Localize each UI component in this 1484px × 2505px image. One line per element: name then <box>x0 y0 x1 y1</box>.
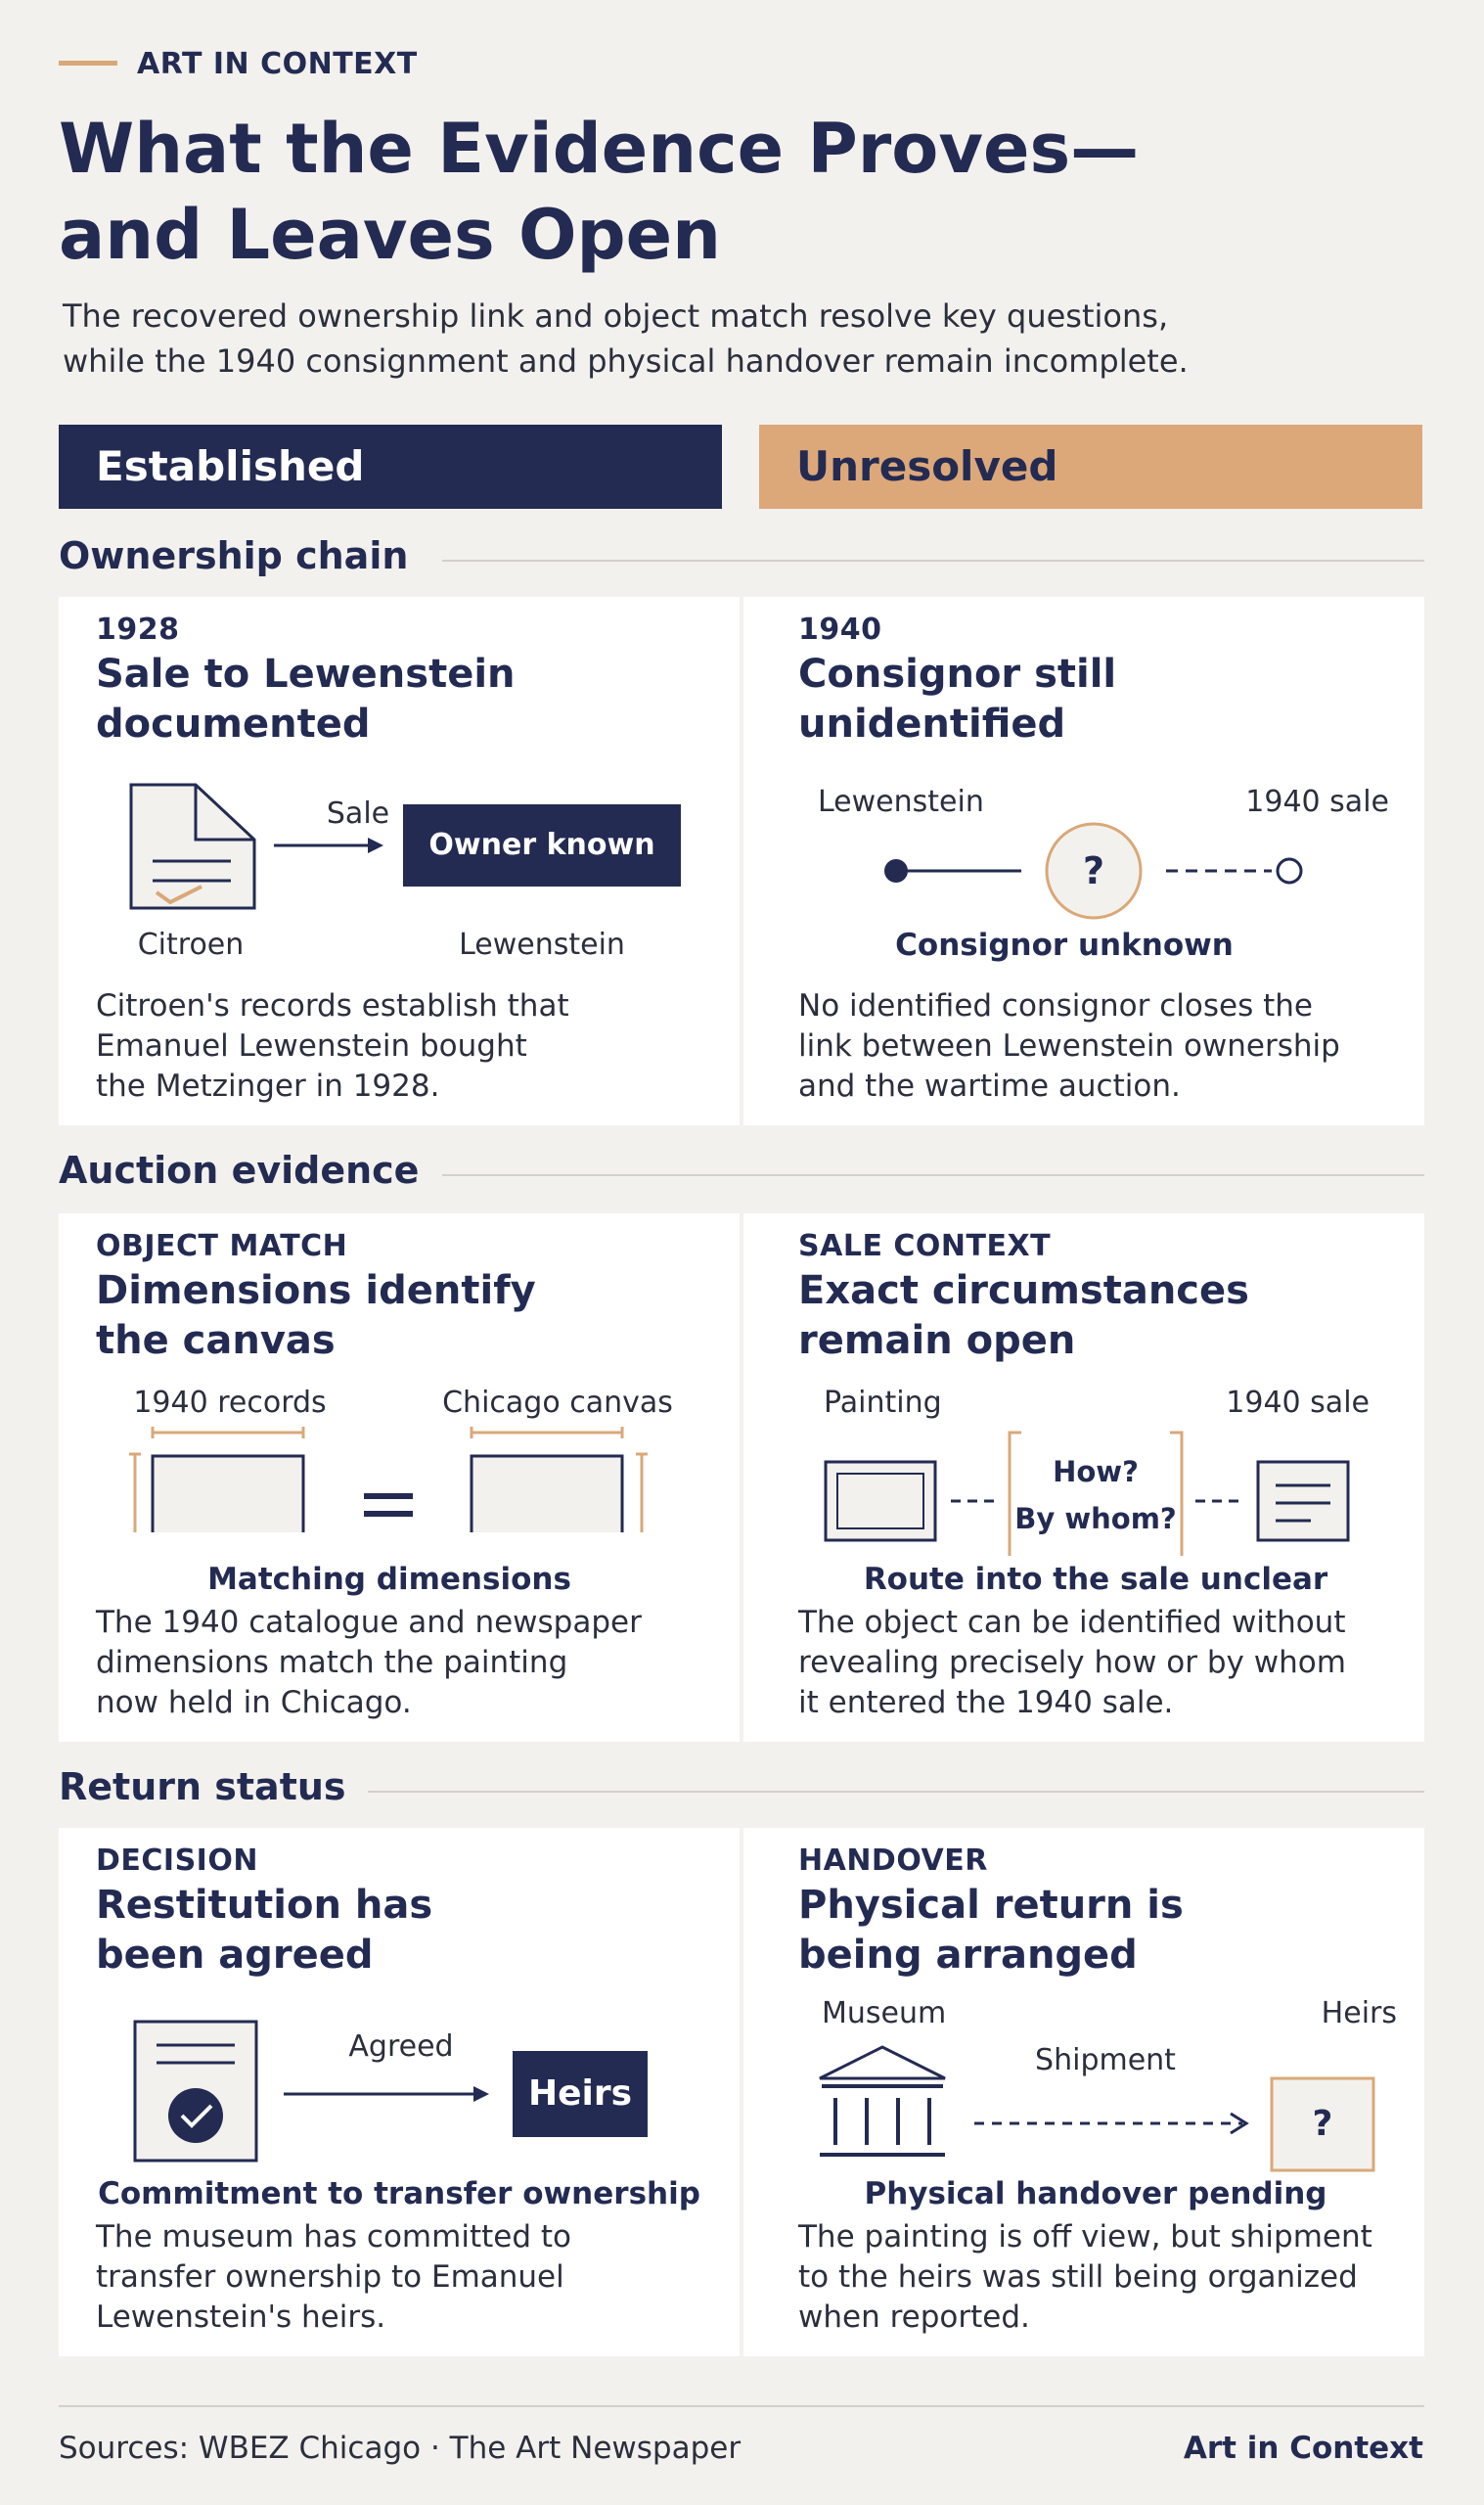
sale-route-diagram <box>824 1431 1350 1556</box>
unknown-heirs-box <box>1270 2076 1375 2172</box>
records-label: 1940 records <box>133 1386 327 1420</box>
section-title-return: Return status <box>59 1765 346 1808</box>
card-body: The painting is off view, but shipment t… <box>798 2219 1372 2335</box>
heirs-label: Heirs <box>527 2073 633 2114</box>
kicker: ART IN CONTEXT <box>137 47 418 81</box>
diagram-caption: Commitment to transfer ownership <box>98 2176 700 2211</box>
section-divider <box>442 560 1424 562</box>
card-label: SALE CONTEXT <box>798 1229 1052 1263</box>
heirs-label: Heirs <box>1321 1996 1397 2030</box>
arrow-head <box>473 2086 489 2102</box>
card-label: HANDOVER <box>798 1844 988 1878</box>
card-body: No identified consignor closes the link … <box>798 988 1340 1104</box>
card-heading: Physical return is being arranged <box>798 1883 1184 1978</box>
diagram-caption: Consignor unknown <box>895 928 1234 963</box>
diagram-caption: Matching dimensions <box>207 1562 571 1597</box>
unknown-consignor-circle <box>1045 822 1143 920</box>
footer-divider <box>59 2405 1424 2407</box>
certificate-check-icon <box>133 2020 258 2163</box>
card-auction-unresolved: SALE CONTEXT Exact circumstances remain … <box>743 1213 1424 1742</box>
question-mark: ? <box>1082 849 1105 892</box>
section-divider <box>442 1174 1424 1176</box>
page-title: What the Evidence Proves— and Leaves Ope… <box>59 109 1140 275</box>
card-body: The 1940 catalogue and newspaper dimensi… <box>96 1605 642 1720</box>
section-title-auction: Auction evidence <box>59 1149 420 1192</box>
shipment-label: Shipment <box>1035 2043 1176 2077</box>
owner-caption: Lewenstein <box>459 928 625 962</box>
museum-label: Museum <box>822 1996 947 2030</box>
section-divider <box>368 1791 1424 1793</box>
column-header-unresolved: Unresolved <box>759 425 1422 509</box>
end-dot <box>1276 857 1303 885</box>
diagram-caption: Route into the sale unclear <box>863 1562 1328 1597</box>
card-label: 1928 <box>96 613 180 647</box>
card-ownership-unresolved: 1940 Consignor still unidentified Lewens… <box>743 597 1424 1125</box>
chain-left-label: Lewenstein <box>818 785 984 819</box>
arrow-head <box>1230 2112 1249 2135</box>
arrow-label: Agreed <box>348 2029 454 2064</box>
owner-known-box <box>403 804 681 887</box>
card-auction-established: OBJECT MATCH Dimensions identify the can… <box>59 1213 740 1742</box>
owner-known-label: Owner known <box>428 828 655 862</box>
document-check-icon <box>129 783 256 910</box>
column-header-established: Established <box>59 425 722 509</box>
painting-label: Painting <box>824 1386 942 1420</box>
card-label: DECISION <box>96 1844 258 1878</box>
footer-brand: Art in Context <box>1183 2431 1423 2466</box>
painting-icon <box>824 1460 937 1542</box>
footer-sources: Sources: WBEZ Chicago · The Art Newspape… <box>59 2431 742 2466</box>
card-heading: Dimensions identify the canvas <box>96 1268 536 1363</box>
card-heading: Consignor still unidentified <box>798 652 1117 747</box>
card-return-established: DECISION Restitution has been agreed Agr… <box>59 1828 740 2356</box>
canvas-label: Chicago canvas <box>442 1386 673 1420</box>
consignor-chain-diagram <box>884 822 1303 920</box>
equals-sign <box>364 1493 413 1517</box>
card-ownership-established: 1928 Sale to Lewenstein documented Sale … <box>59 597 740 1125</box>
restitution-diagram <box>133 2020 648 2163</box>
sale-label: 1940 sale <box>1226 1386 1370 1420</box>
unknown-route-bracket <box>1008 1431 1184 1556</box>
shipment-diagram <box>819 2045 1375 2172</box>
document-caption: Citroen <box>137 928 245 962</box>
section-title-ownership: Ownership chain <box>59 534 409 577</box>
bracket-text: How? By whom? <box>1014 1455 1177 1535</box>
canvas-frame <box>470 1427 648 1532</box>
kicker-accent-bar <box>59 61 117 66</box>
heirs-box <box>513 2051 648 2137</box>
catalogue-icon <box>1256 1460 1350 1542</box>
card-heading: Restitution has been agreed <box>96 1883 433 1978</box>
card-body: The object can be identified without rev… <box>798 1605 1346 1720</box>
card-return-unresolved: HANDOVER Physical return is being arrang… <box>743 1828 1424 2356</box>
arrow-label: Sale <box>326 797 390 831</box>
card-heading: Sale to Lewenstein documented <box>96 652 516 747</box>
card-label: 1940 <box>798 613 882 647</box>
card-heading: Exact circumstances remain open <box>798 1268 1249 1363</box>
card-body: Citroen's records establish that Emanuel… <box>96 988 569 1104</box>
museum-icon <box>819 2045 946 2157</box>
records-frame <box>129 1427 305 1532</box>
question-mark: ? <box>1312 2104 1333 2144</box>
card-body: The museum has committed to transfer own… <box>96 2219 571 2335</box>
diagram-caption: Physical handover pending <box>864 2176 1327 2211</box>
page-subtitle: The recovered ownership link and object … <box>63 297 1189 380</box>
chain-right-label: 1940 sale <box>1245 785 1389 819</box>
card-label: OBJECT MATCH <box>96 1229 348 1263</box>
ownership-sale-diagram <box>129 783 681 910</box>
arrow-head <box>368 838 383 853</box>
dimension-match-diagram <box>129 1427 648 1532</box>
